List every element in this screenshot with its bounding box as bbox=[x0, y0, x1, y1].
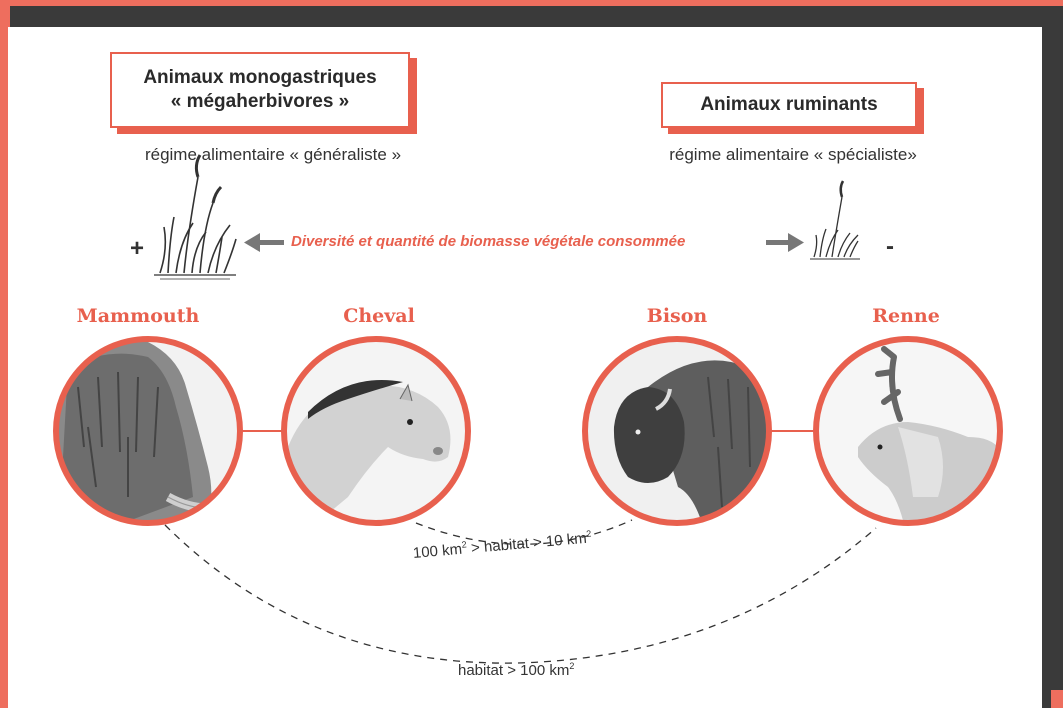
left-arrow-icon bbox=[244, 233, 284, 252]
habitat-large-label: habitat > 100 km2 bbox=[458, 662, 574, 679]
small-grass-icon bbox=[810, 181, 860, 259]
reindeer-image bbox=[816, 339, 1003, 547]
habitat-small-sup-2: 2 bbox=[586, 528, 592, 538]
habitat-large-prefix: habitat > 100 km bbox=[458, 662, 569, 679]
habitat-large-sup: 2 bbox=[569, 661, 574, 671]
corner-accent-strip bbox=[1051, 690, 1063, 708]
large-grass-icon bbox=[154, 155, 236, 279]
top-accent-strip bbox=[0, 0, 1063, 6]
horse-image bbox=[284, 339, 468, 547]
mammoth-image bbox=[48, 337, 244, 547]
bison-image bbox=[585, 339, 778, 547]
diagram-panel: Animaux monogastriques « mégaherbivores … bbox=[8, 27, 1042, 708]
right-arrow-icon bbox=[766, 233, 804, 252]
diagram-graphics bbox=[8, 27, 1042, 708]
